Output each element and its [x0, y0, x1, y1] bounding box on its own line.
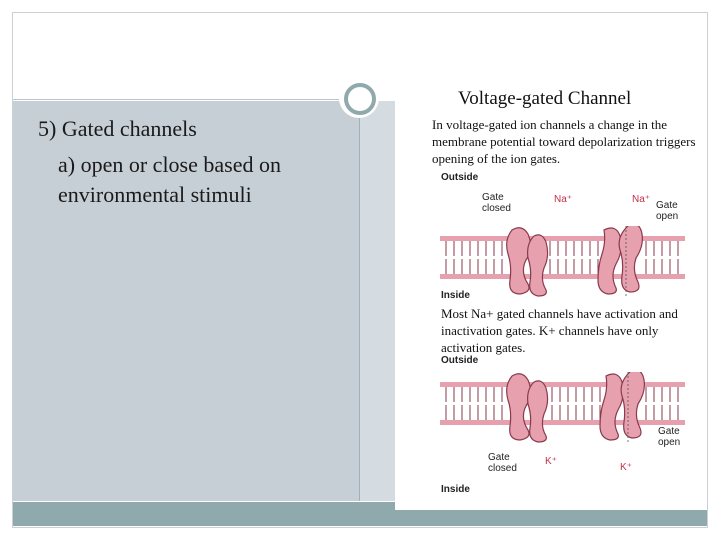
top-open-channel	[597, 226, 643, 295]
slide-frame	[12, 12, 708, 528]
bottom-gate-closed-label: Gate closed	[488, 452, 517, 474]
figure-description: In voltage-gated ion channels a change i…	[432, 117, 696, 166]
bottom-bilayer-lower	[440, 405, 685, 425]
bottom-membrane-diagram	[440, 372, 685, 443]
bottom-open-channel	[599, 372, 645, 441]
top-na-label-1: Na⁺	[554, 194, 573, 205]
bottom-inside-label: Inside	[441, 484, 470, 495]
top-inside-label: Inside	[441, 290, 470, 301]
sub-bullet-environmental: a) open or close based on environmental …	[58, 152, 281, 207]
bottom-k-label-1: K⁺	[545, 456, 557, 467]
top-outside-label: Outside	[441, 172, 479, 183]
top-gate-open-label: Gate open	[656, 200, 679, 222]
figure-title: Voltage-gated Channel	[458, 88, 632, 109]
bottom-outside-label: Outside	[441, 355, 479, 366]
top-gate-closed-label: Gate closed	[482, 192, 511, 214]
bottom-closed-channel	[506, 373, 549, 443]
bullet-gated-channels: 5) Gated channels	[38, 116, 197, 141]
bottom-k-label-2: K⁺	[620, 462, 632, 473]
title-divider-left	[13, 99, 343, 100]
top-membrane-diagram	[440, 226, 685, 297]
bottom-bilayer-upper	[440, 382, 685, 402]
figure-image	[395, 82, 707, 510]
divider-ring-icon	[344, 83, 376, 115]
figure-middle-text: Most Na+ gated channels have activation …	[441, 306, 678, 355]
bottom-gate-open-label: Gate open	[658, 426, 681, 448]
top-bilayer-upper	[440, 236, 685, 256]
top-closed-channel	[506, 227, 549, 297]
top-na-label-2: Na⁺	[632, 194, 651, 205]
content-panel	[13, 101, 360, 501]
top-bilayer-lower	[440, 259, 685, 279]
